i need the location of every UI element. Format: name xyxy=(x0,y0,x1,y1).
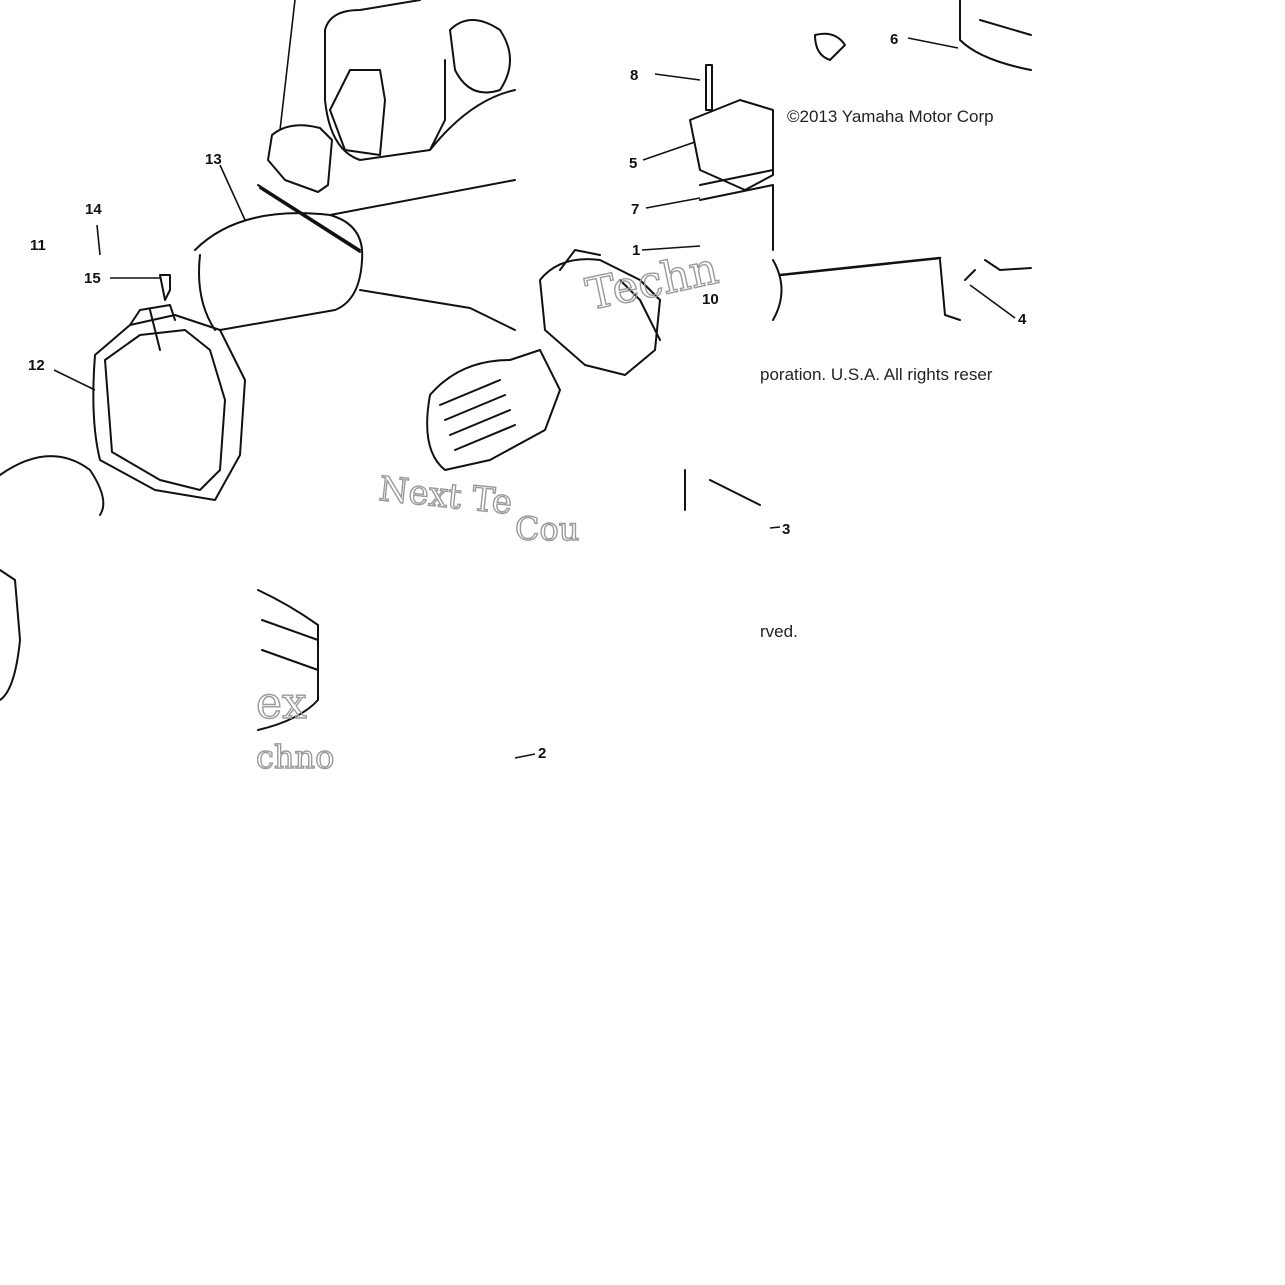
callout-14: 14 xyxy=(85,201,102,218)
callout-10: 10 xyxy=(702,291,719,308)
copyright-line-3: rved. xyxy=(760,622,798,641)
bracket xyxy=(814,0,1032,71)
callout-3: 3 xyxy=(782,521,790,538)
callout-7: 7 xyxy=(631,201,639,218)
callout-6: 6 xyxy=(890,31,898,48)
watermark-chno: chno xyxy=(256,738,334,776)
callout-1: 1 xyxy=(632,242,640,259)
carburetor xyxy=(539,258,661,376)
intake-tube xyxy=(194,212,364,331)
callout-13: 13 xyxy=(205,151,222,168)
callout-2: 2 xyxy=(538,745,546,762)
copyright-line-1: ©2013 Yamaha Motor Corp xyxy=(787,107,994,126)
callout-4: 4 xyxy=(1018,311,1027,328)
airbox-housing xyxy=(324,0,516,161)
intake-boot xyxy=(426,349,561,471)
diagram-tile-top-left xyxy=(0,0,515,515)
airbox-port xyxy=(449,19,511,94)
callout-15: 15 xyxy=(84,270,101,287)
diagram-tile-top-mid xyxy=(515,0,773,258)
airbox-neck xyxy=(329,69,386,156)
callout-8: 8 xyxy=(630,67,638,84)
watermark-next-te: Next Te xyxy=(377,469,514,523)
watermark-cou: Cou xyxy=(515,510,579,548)
filter-housing xyxy=(92,314,246,501)
copyright-line-2: poration. U.S.A. All rights reser xyxy=(760,365,993,384)
watermark-techn: Techn xyxy=(582,243,723,321)
watermark-ex: ex xyxy=(256,678,307,729)
callout-11: 11 xyxy=(30,237,46,254)
gasket-ring xyxy=(267,124,333,193)
callout-5: 5 xyxy=(629,155,637,172)
callout-12: 12 xyxy=(28,357,45,374)
carb-cover xyxy=(689,99,774,191)
